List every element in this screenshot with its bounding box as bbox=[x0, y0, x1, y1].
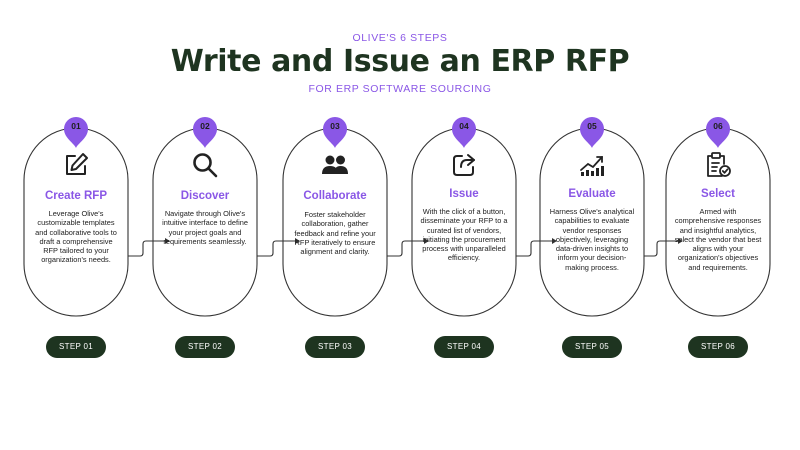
step-05-button[interactable]: STEP 05 bbox=[562, 336, 622, 358]
step-01-description: Leverage Olive's customizable templates … bbox=[35, 209, 117, 265]
step-06-pin: 06 bbox=[704, 115, 732, 149]
step-04-description: With the click of a button, disseminate … bbox=[420, 207, 508, 263]
step-03-button[interactable]: STEP 03 bbox=[305, 336, 365, 358]
step-03-pin: 03 bbox=[321, 115, 349, 149]
share-arrow-icon bbox=[449, 150, 479, 180]
pencil-square-icon bbox=[61, 150, 91, 180]
connector-5-6 bbox=[644, 240, 678, 257]
step-03-number: 03 bbox=[330, 121, 340, 131]
connector-1-2 bbox=[128, 240, 165, 257]
step-05-description: Harness Olive's analytical capabilities … bbox=[549, 207, 635, 272]
connector-2-3 bbox=[257, 240, 295, 257]
step-04-title: Issue bbox=[449, 188, 479, 200]
step-01-title: Create RFP bbox=[45, 190, 107, 202]
header-eyebrow: OLIVE'S 6 STEPS bbox=[352, 32, 448, 44]
step-01-number: 01 bbox=[71, 121, 81, 131]
checklist-icon bbox=[703, 150, 733, 180]
step-05-title: Evaluate bbox=[568, 188, 616, 200]
magnifier-icon bbox=[190, 150, 220, 180]
step-02-number: 02 bbox=[200, 121, 210, 131]
step-02-description: Navigate through Olive's intuitive inter… bbox=[162, 209, 248, 246]
people-icon bbox=[320, 150, 350, 180]
step-02-pin: 02 bbox=[191, 115, 219, 149]
step-06-button[interactable]: STEP 06 bbox=[688, 336, 748, 358]
connector-3-4 bbox=[387, 240, 424, 257]
step-02-title: Discover bbox=[180, 190, 230, 202]
step-06-number: 06 bbox=[713, 121, 723, 131]
step-04-pin: 04 bbox=[450, 115, 478, 149]
header-subtitle: FOR ERP SOFTWARE SOURCING bbox=[308, 83, 492, 95]
step-06-title: Select bbox=[701, 188, 735, 200]
step-04-number: 04 bbox=[459, 121, 469, 131]
page-title: Write and Issue an ERP RFP bbox=[170, 44, 630, 79]
step-03-title: Collaborate bbox=[303, 190, 367, 202]
step-05-pin: 05 bbox=[578, 115, 606, 149]
connector-4-5 bbox=[516, 240, 552, 257]
step-01-pin: 01 bbox=[62, 115, 90, 149]
step-03-description: Foster stakeholder collaboration, gather… bbox=[294, 210, 376, 257]
growth-chart-icon bbox=[577, 150, 607, 180]
step-02-button[interactable]: STEP 02 bbox=[175, 336, 235, 358]
step-01-button[interactable]: STEP 01 bbox=[46, 336, 106, 358]
step-04-button[interactable]: STEP 04 bbox=[434, 336, 494, 358]
step-06-description: Armed with comprehensive responses and i… bbox=[674, 207, 762, 272]
step-05-number: 05 bbox=[587, 121, 597, 131]
